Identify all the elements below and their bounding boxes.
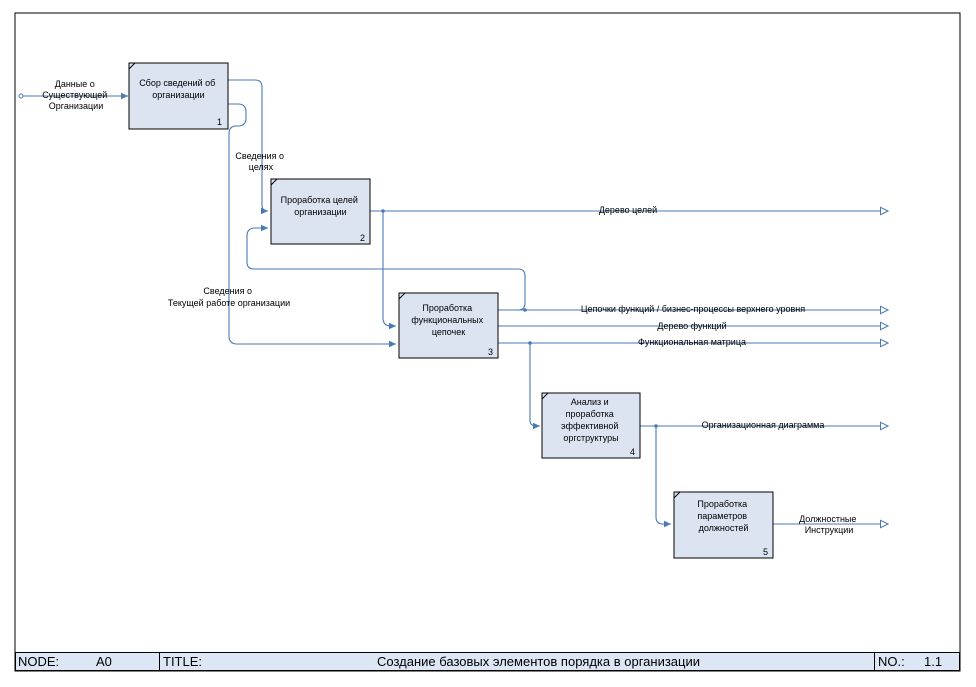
number-label: NO.: bbox=[878, 654, 905, 669]
node-label: NODE: bbox=[18, 654, 60, 669]
svg-text:Сбор сведений об орган: Сбор сведений об организации bbox=[139, 78, 218, 100]
box1-number: 1 bbox=[217, 117, 222, 127]
label-chains: Цепочки функций / бизнес-процессы верхне… bbox=[581, 304, 805, 314]
label-goal-tree: Дерево целей bbox=[599, 205, 657, 215]
box2-number: 2 bbox=[360, 233, 365, 243]
title-label: TITLE: bbox=[163, 654, 203, 669]
footer-divider bbox=[874, 653, 875, 670]
box4-title-line4: оргструктуры bbox=[563, 433, 618, 443]
page-frame bbox=[14, 12, 961, 672]
label-function-tree: Дерево функций bbox=[657, 321, 726, 331]
arrow-feedback-chains bbox=[246, 224, 526, 311]
svg-text:Анализ и проработка: Анализ и проработка эффективной оргструк… bbox=[561, 397, 621, 443]
box3-title-line1: Проработка bbox=[422, 303, 472, 313]
box4-title-line2: проработка bbox=[566, 409, 614, 419]
label-job-instructions: Должностные Инструкции bbox=[799, 514, 859, 535]
activity-box-3[interactable]: Проработка функциональных цепочек 3 bbox=[398, 292, 499, 359]
arrow-goals-info bbox=[228, 79, 269, 215]
box3-number: 3 bbox=[488, 347, 493, 357]
box2-title-line2: организации bbox=[294, 207, 346, 217]
box2-title-line1: Проработка целей bbox=[281, 195, 358, 205]
activity-box-4[interactable]: Анализ и проработка эффективной оргструк… bbox=[541, 392, 641, 459]
label-input-data: Данные о Существующей Организации bbox=[42, 79, 110, 111]
diagram-title: Создание базовых элементов порядка в орг… bbox=[376, 654, 700, 669]
activity-box-2[interactable]: Проработка целей организации 2 bbox=[270, 178, 371, 245]
box5-title-line3: должностей bbox=[699, 523, 749, 533]
label-function-matrix: Функциональная матрица bbox=[638, 337, 746, 347]
activity-box-5[interactable]: Проработка параметров должностей 5 bbox=[673, 491, 774, 559]
box5-number: 5 bbox=[763, 547, 768, 557]
box3-title-line2: функциональных bbox=[411, 315, 483, 325]
junction-dot bbox=[523, 308, 527, 312]
input-tunnel-circle bbox=[18, 93, 24, 99]
box5-title-line2: параметров bbox=[697, 511, 747, 521]
footer-divider bbox=[159, 653, 160, 670]
arrow-work-info bbox=[228, 103, 396, 348]
diagram-footer: NODE: A0 TITLE: Создание базовых элемент… bbox=[15, 652, 960, 671]
arrow-box3-to-box4 bbox=[529, 343, 540, 430]
junction-dot bbox=[654, 424, 658, 428]
box5-title-line1: Проработка bbox=[697, 499, 747, 509]
svg-text:Проработка параметров: Проработка параметров должностей bbox=[697, 499, 749, 533]
arrow-box4-to-box5 bbox=[655, 426, 671, 528]
activity-box-1[interactable]: Сбор сведений об организации 1 bbox=[128, 62, 229, 130]
label-goals-info: Сведения о целях bbox=[235, 151, 286, 172]
box4-title-line3: эффективной bbox=[561, 421, 618, 431]
arrow-box2-to-box3 bbox=[382, 211, 396, 330]
box4-title-line1: Анализ и bbox=[571, 397, 609, 407]
label-work-info: Сведения о Текущей работе организации bbox=[168, 286, 290, 308]
junction-dot bbox=[528, 341, 532, 345]
box1-title-line1: Сбор сведений об bbox=[139, 78, 215, 88]
label-org-diagram: Организационная диаграмма bbox=[702, 420, 825, 430]
box1-title-line2: организации bbox=[152, 90, 204, 100]
number-value: 1.1 bbox=[924, 654, 943, 669]
box4-number: 4 bbox=[630, 447, 635, 457]
svg-text:Проработка целей орган: Проработка целей организации bbox=[281, 195, 361, 217]
node-value: A0 bbox=[96, 654, 112, 669]
junction-dot bbox=[381, 209, 385, 213]
box3-title-line3: цепочек bbox=[432, 327, 465, 337]
svg-text:Проработка функциональ: Проработка функциональных цепочек bbox=[411, 303, 485, 337]
